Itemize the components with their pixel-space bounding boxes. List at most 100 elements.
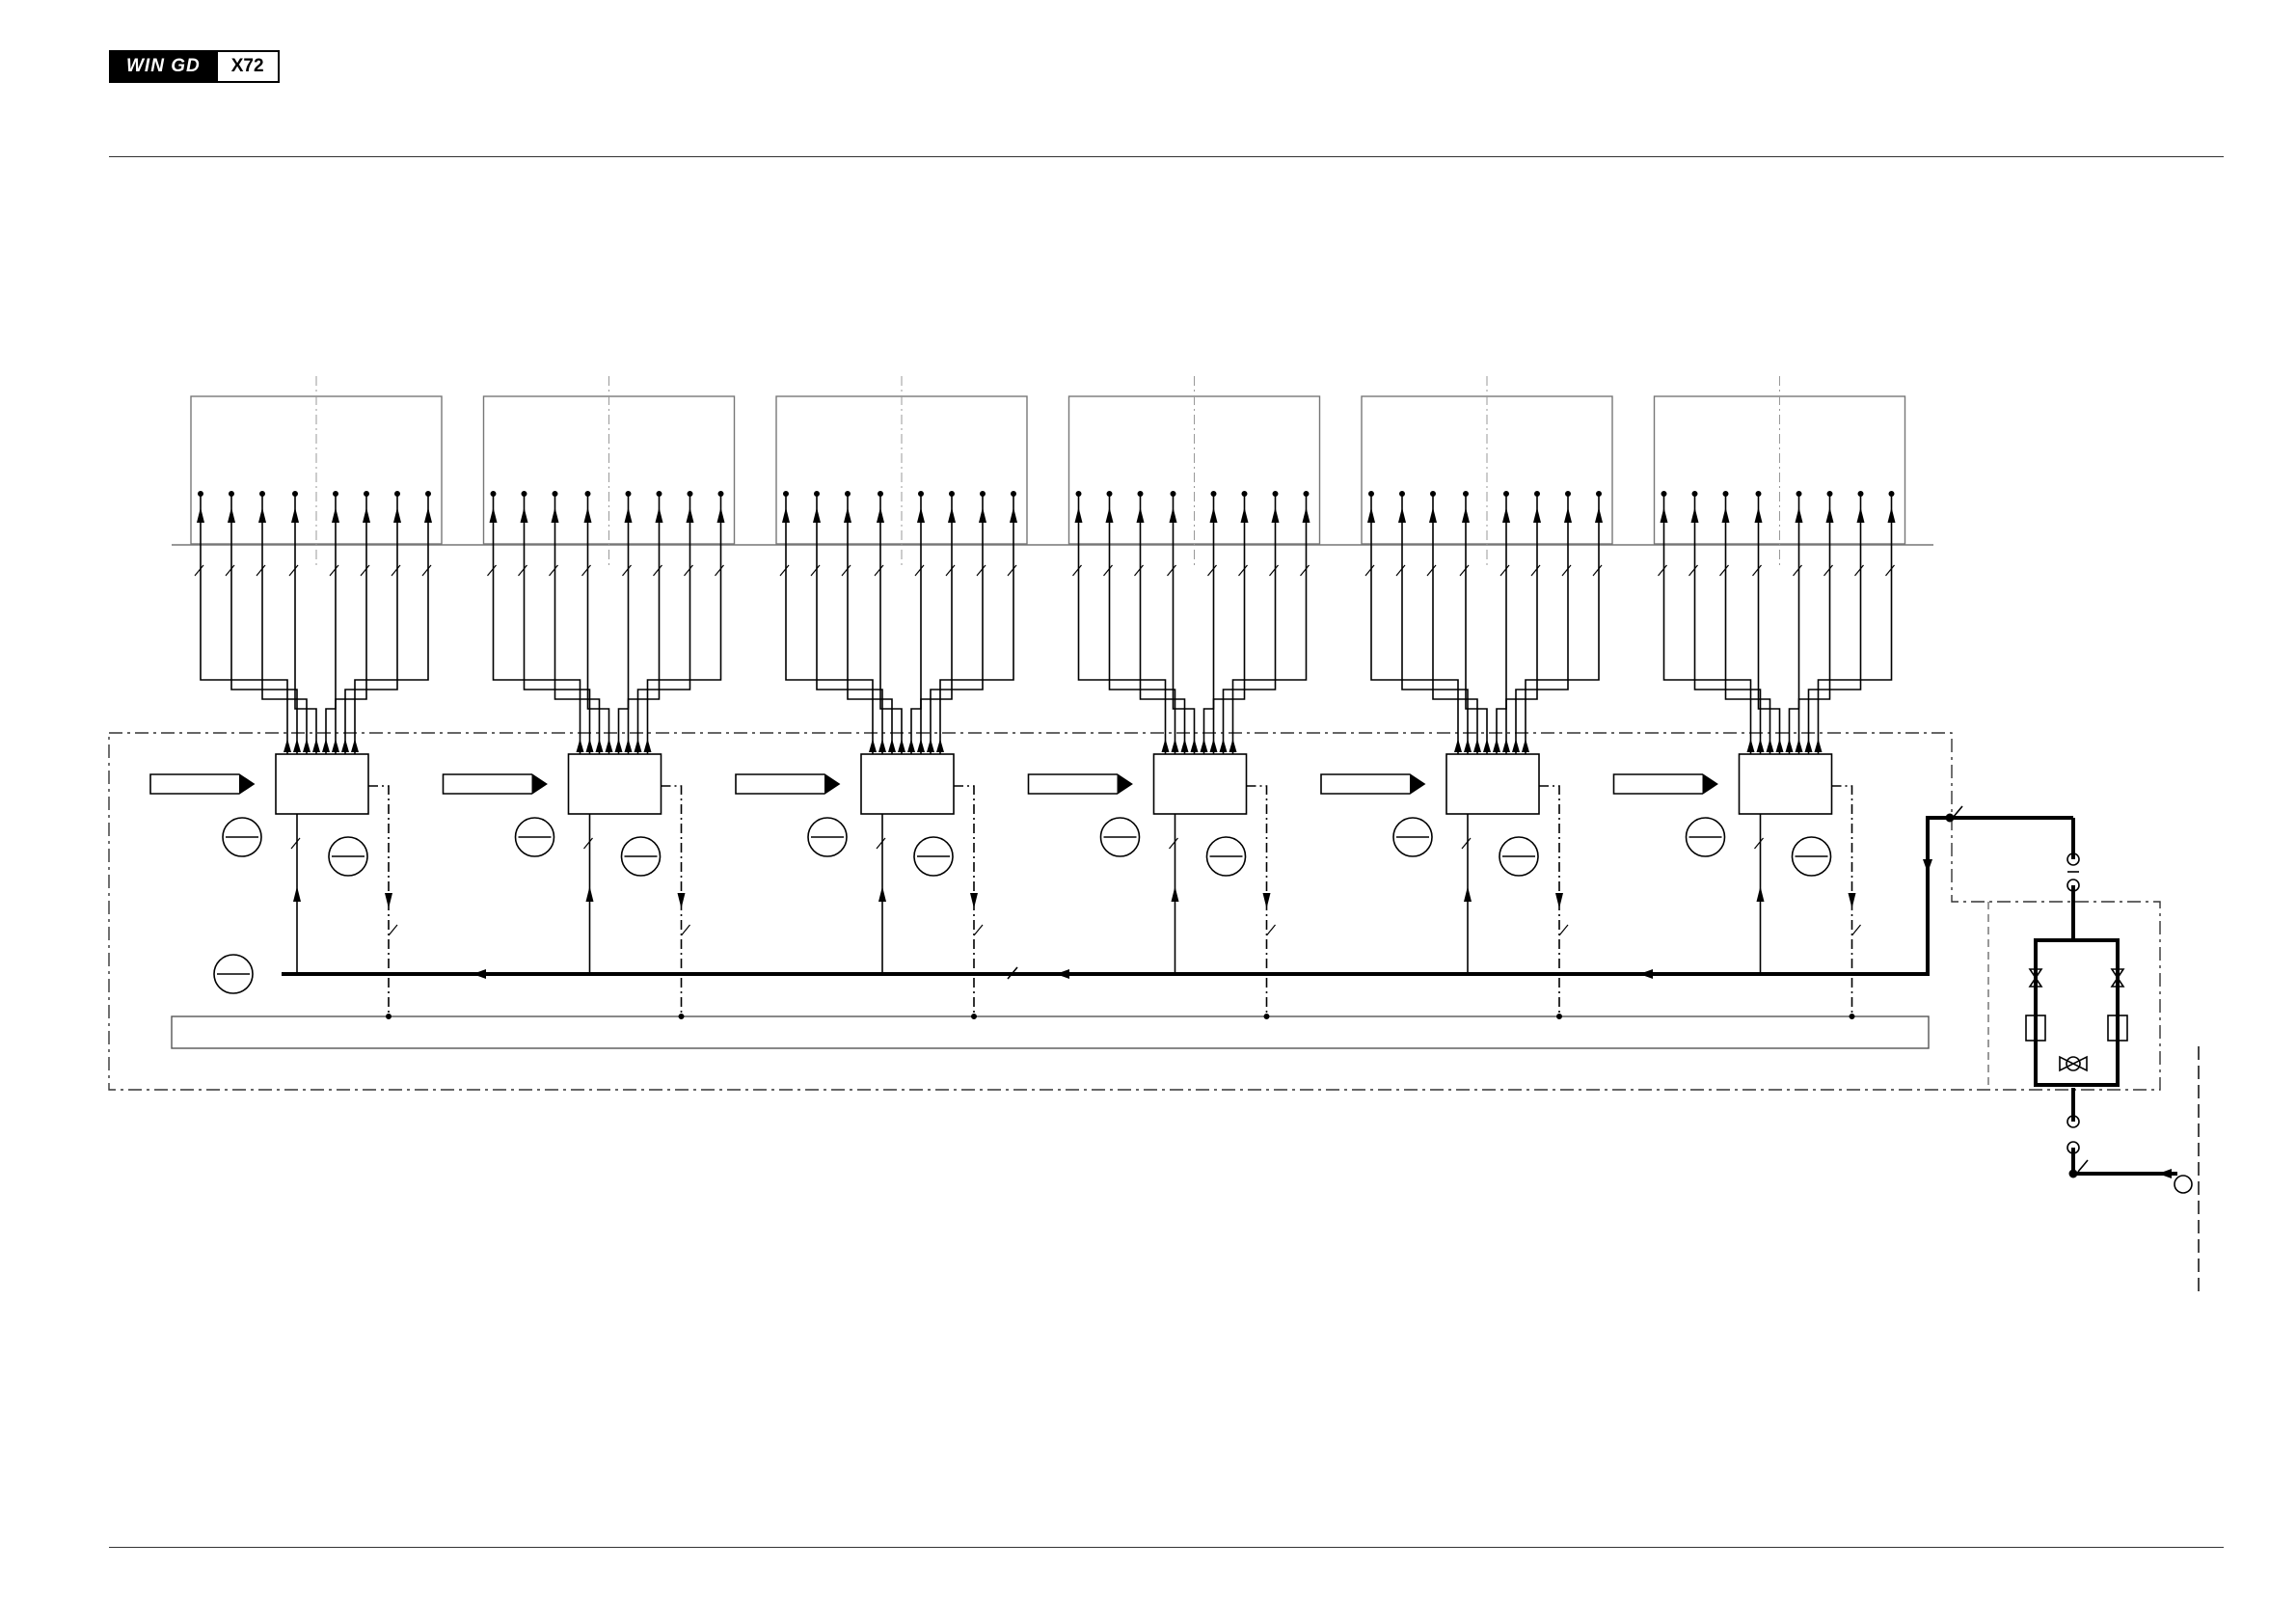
quill-point — [1692, 492, 1697, 497]
outlet-arrow — [625, 739, 633, 752]
quill-point — [1242, 492, 1247, 497]
outlet-arrow — [1229, 739, 1237, 752]
quill-arrow — [197, 507, 204, 523]
quill-line — [1174, 494, 1195, 754]
quill-line — [1497, 494, 1506, 754]
cable-slash — [582, 565, 591, 576]
flow-arrow — [473, 969, 486, 979]
outlet-arrow — [1805, 739, 1813, 752]
injection-signal-pin — [150, 774, 254, 794]
cable-slash — [1239, 565, 1248, 576]
quill-point — [199, 492, 203, 497]
injection-signal-pin — [1321, 774, 1424, 794]
cable-slash — [226, 565, 234, 576]
quill-point — [230, 492, 234, 497]
outlet-arrow — [1796, 739, 1803, 752]
quill-arrow — [813, 507, 821, 523]
cable-slash — [1208, 565, 1217, 576]
quill-point — [553, 492, 557, 497]
outlet-arrow — [888, 739, 896, 752]
signal-arrow — [1849, 893, 1856, 908]
cable-slash — [1270, 565, 1279, 576]
quill-arrow — [1010, 507, 1017, 523]
outlet-arrow — [1201, 739, 1208, 752]
cable-slash — [584, 838, 593, 849]
quill-arrow — [948, 507, 956, 523]
quill-arrow — [1137, 507, 1145, 523]
cable-slash — [1460, 565, 1469, 576]
cable-slash — [1852, 925, 1861, 935]
outlet-arrow — [1512, 739, 1520, 752]
signal-line — [1832, 786, 1852, 1016]
quill-arrow — [625, 507, 633, 523]
cable-slash — [1559, 925, 1568, 935]
quill-point — [1597, 492, 1602, 497]
cable-slash — [550, 565, 558, 576]
cable-slash — [716, 565, 724, 576]
quill-arrow — [1888, 507, 1896, 523]
cylinder-unit-6 — [1614, 376, 1905, 1019]
quill-arrow — [1075, 507, 1083, 523]
quill-arrow — [1826, 507, 1834, 523]
cylinder-unit-4 — [1029, 376, 1320, 1019]
pin-tip — [1410, 774, 1424, 794]
outlet-arrow — [917, 739, 925, 752]
quill-arrow — [1106, 507, 1114, 523]
quill-arrow — [490, 507, 498, 523]
cable-slash — [977, 565, 986, 576]
riser-arrow — [586, 886, 594, 902]
outlet-arrow — [927, 739, 934, 752]
cable-slash — [654, 565, 662, 576]
outlet-arrow — [1757, 739, 1765, 752]
quill-point — [1756, 492, 1761, 497]
quill-line — [1371, 494, 1458, 754]
quill-line — [629, 494, 660, 754]
collector-bar — [172, 1016, 1929, 1048]
quill-arrow — [1241, 507, 1249, 523]
outlet-arrow — [869, 739, 877, 752]
quill-point — [1661, 492, 1666, 497]
cable-slash — [1008, 565, 1016, 576]
quill-arrow — [1398, 507, 1406, 523]
outlet-arrow — [1767, 739, 1774, 752]
quill-arrow — [1533, 507, 1541, 523]
quill-line — [1204, 494, 1214, 754]
quill-line — [494, 494, 581, 754]
quill-line — [262, 494, 307, 754]
cable-slash — [946, 565, 955, 576]
quill-point — [1723, 492, 1728, 497]
static-frame-layer — [109, 545, 2199, 1297]
quill-arrow — [1755, 507, 1763, 523]
junction-dot — [2069, 1170, 2077, 1177]
flow-arrow — [1923, 859, 1932, 873]
outlet-arrow — [1454, 739, 1462, 752]
injection-signal-pin — [1029, 774, 1132, 794]
riser-arrow — [878, 886, 886, 902]
cable-slash — [1396, 565, 1405, 576]
signal-line — [1539, 786, 1559, 1016]
outlet-arrow — [351, 739, 359, 752]
cable-slash — [1267, 925, 1276, 935]
cable-slash — [1427, 565, 1436, 576]
cable-slash — [1462, 838, 1471, 849]
signal-arrow — [970, 893, 978, 908]
quill-point — [1211, 492, 1216, 497]
outlet-arrow — [1191, 739, 1199, 752]
outlet-arrow — [1776, 739, 1784, 752]
flow-arrow — [1639, 969, 1653, 979]
quill-arrow — [1691, 507, 1699, 523]
pin-tip — [824, 774, 839, 794]
quill-arrow — [291, 507, 299, 523]
cable-slash — [1500, 565, 1509, 576]
cylinder-unit-1 — [150, 376, 442, 1019]
outlet-arrow — [1483, 739, 1491, 752]
quill-point — [1273, 492, 1278, 497]
outlet-arrow — [1502, 739, 1510, 752]
outlet-arrow — [907, 739, 915, 752]
quill-arrow — [917, 507, 925, 523]
signal-junction — [1264, 1015, 1269, 1019]
quill-line — [1141, 494, 1185, 754]
quill-point — [1369, 492, 1374, 497]
signal-junction — [1557, 1015, 1562, 1019]
